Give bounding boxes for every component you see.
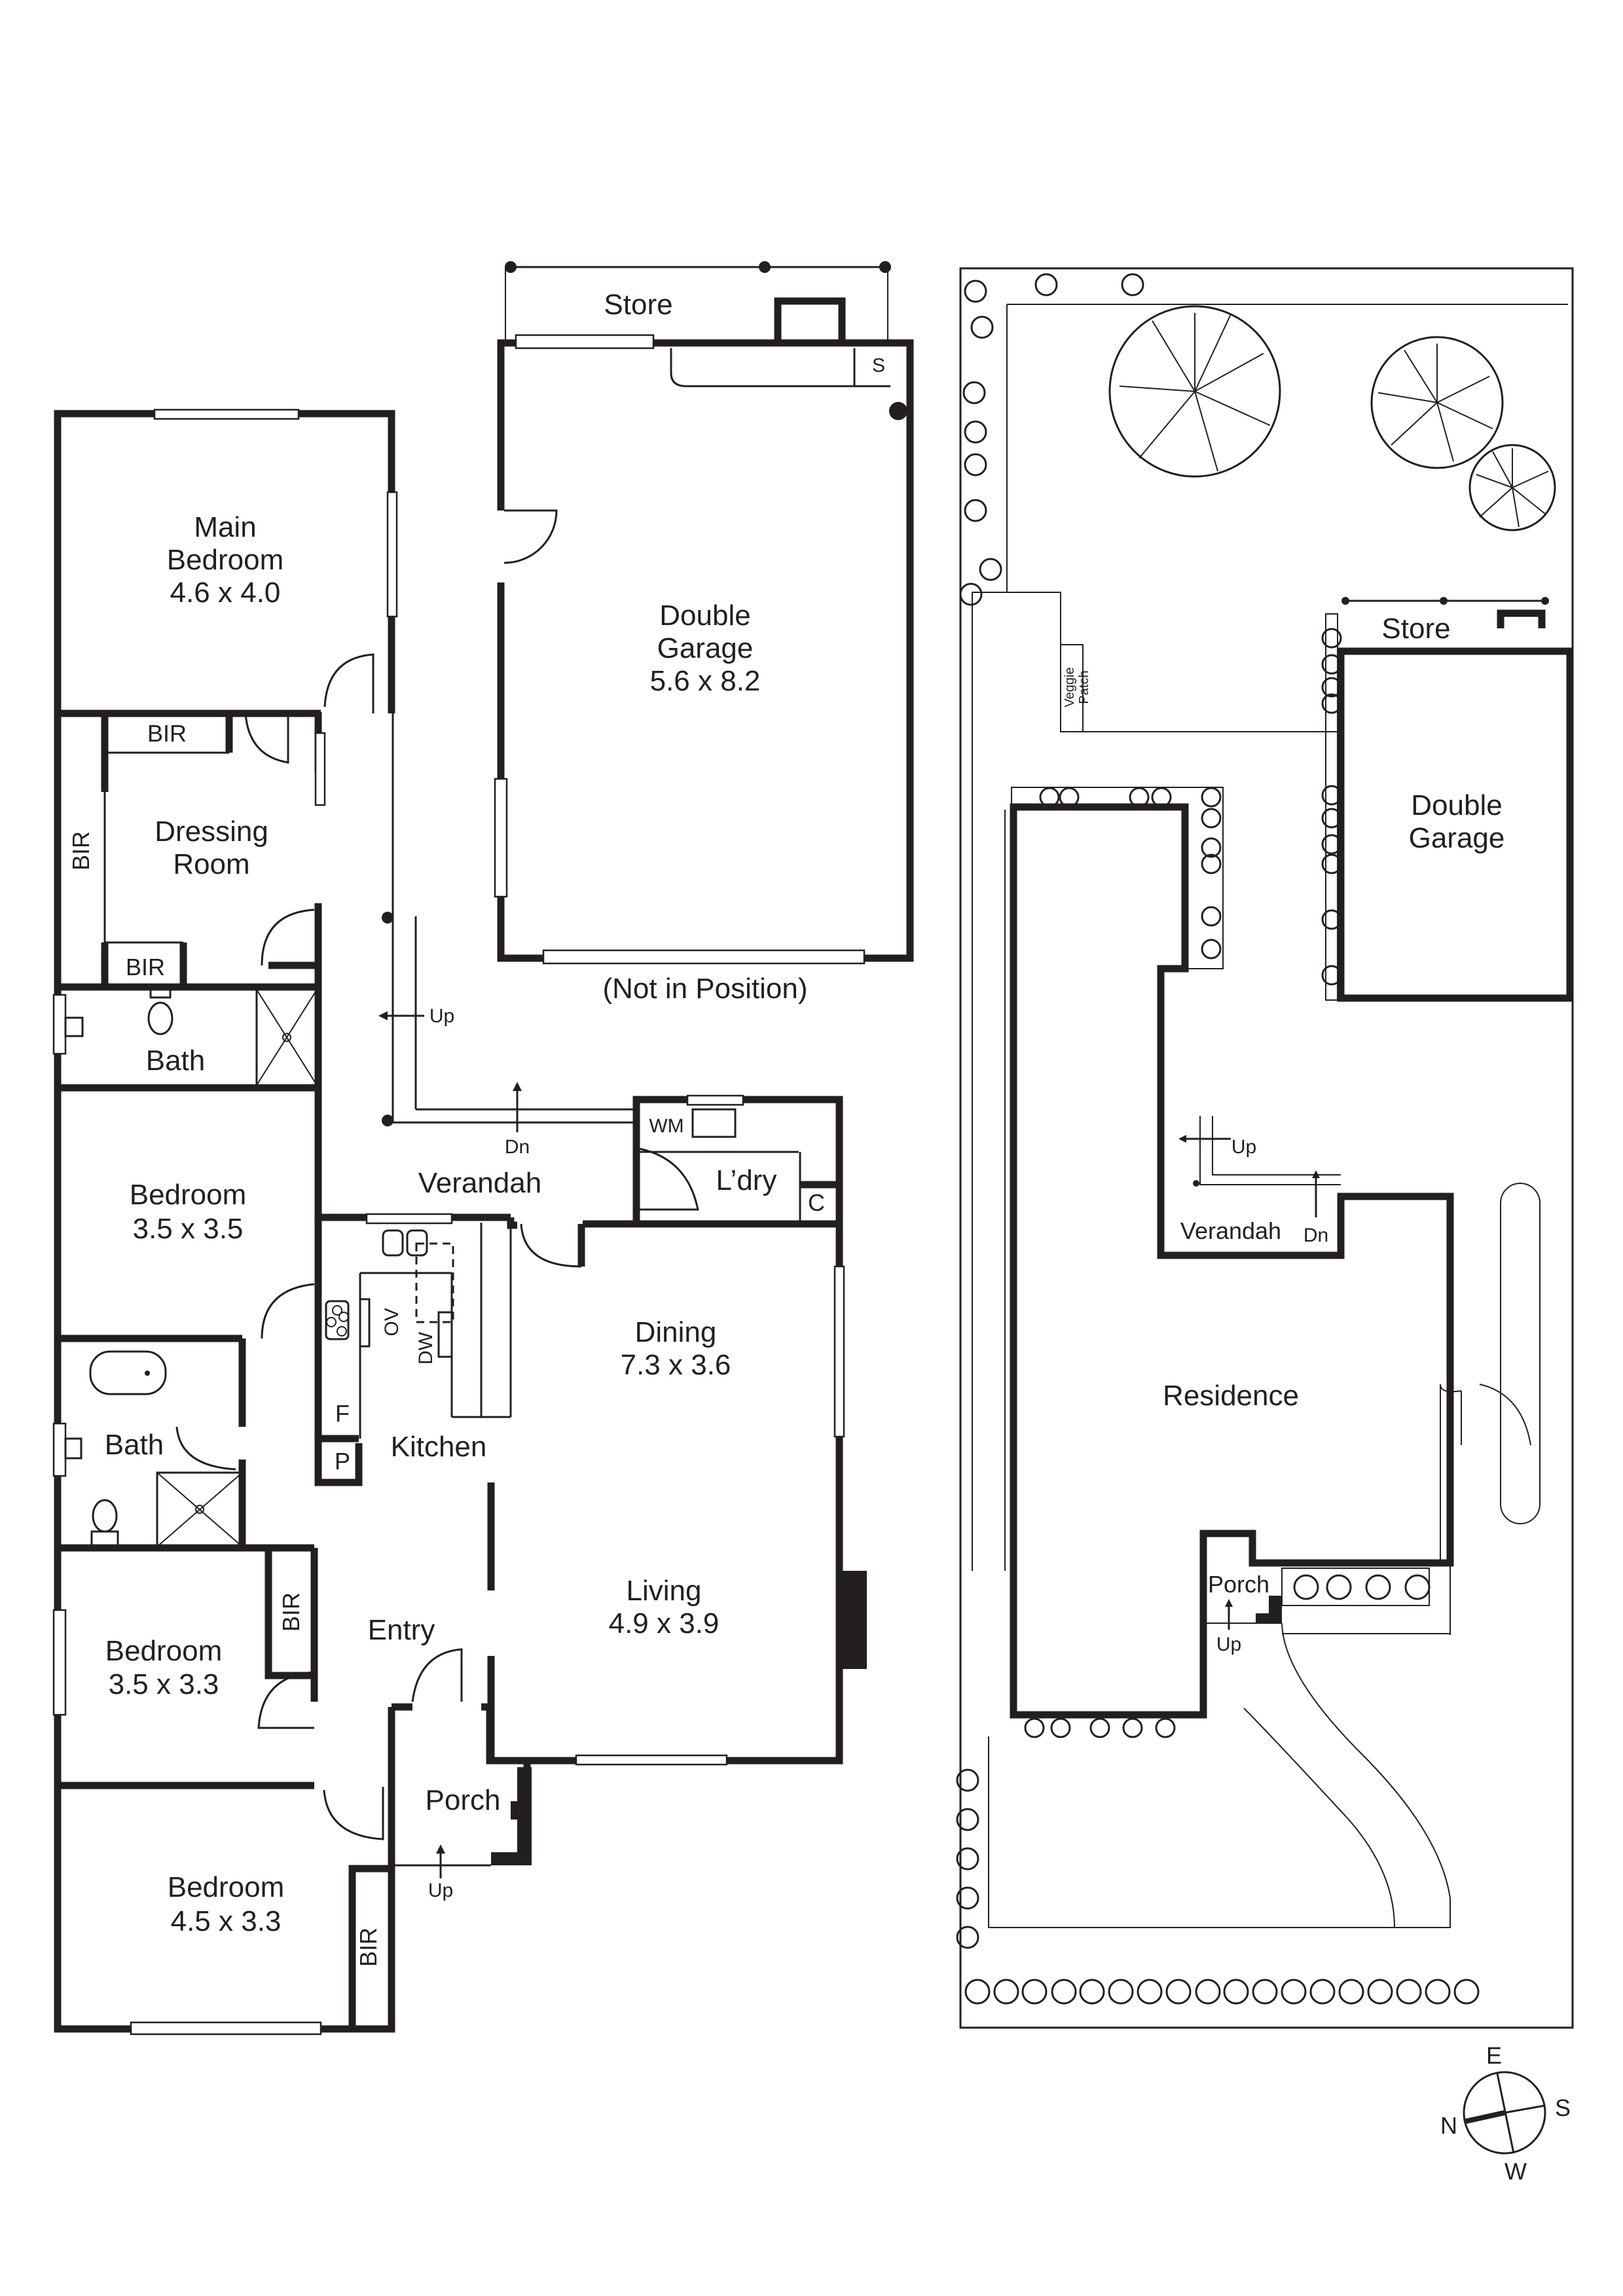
tree-large-3 — [1468, 444, 1556, 531]
main-bedroom-label-2: Bedroom — [167, 544, 284, 576]
store-chimney — [774, 297, 846, 340]
compass-east: E — [1486, 2042, 1502, 2069]
shrubs-porch — [1293, 1574, 1431, 1600]
shrubs-garage — [1321, 628, 1342, 986]
laundry-label: L’dry — [716, 1164, 777, 1196]
shrubs-bottom — [964, 1979, 1480, 2005]
site-garage-label-1: Double — [1411, 789, 1502, 821]
porch-label: Porch — [426, 1784, 501, 1816]
dining-size: 7.3 x 3.6 — [621, 1349, 731, 1381]
store-s-label: S — [872, 355, 885, 376]
residence-label: Residence — [1163, 1380, 1299, 1412]
main-bedroom-size: 4.6 x 4.0 — [170, 577, 281, 609]
stair-arrows — [378, 1011, 522, 1878]
verandah-label: Verandah — [418, 1167, 541, 1199]
cupboard-label: C — [808, 1189, 825, 1216]
dressing-room-label-2: Room — [173, 848, 249, 880]
floor-plan: Store S Double Garage 5.6 x 8.2 (Not in … — [52, 261, 914, 2036]
pantry-label: P — [335, 1448, 350, 1475]
compass-north: N — [1440, 2112, 1457, 2139]
site-boundary — [959, 267, 1574, 2029]
veggie-patch-label-2: Patch — [1077, 670, 1091, 704]
verandah-up-label: Up — [429, 1005, 454, 1027]
entry-label: Entry — [368, 1614, 435, 1646]
garage-label-2: Garage — [657, 632, 754, 664]
site-plan: Store Double Garage Veggie Patch — [956, 267, 1574, 2029]
bedroom-4-label: Bedroom — [168, 1871, 285, 1903]
bath-1-label: Bath — [146, 1045, 206, 1077]
dressing-room-label-1: Dressing — [155, 816, 268, 848]
double-garage — [494, 334, 914, 965]
shrubs-left — [956, 273, 1144, 1949]
house-walls — [52, 408, 867, 2036]
bir-dressing-bottom: BIR — [126, 954, 165, 980]
bir-bedroom-4: BIR — [355, 1928, 382, 1967]
bath-2-label: Bath — [105, 1429, 164, 1461]
garage-label-1: Double — [659, 600, 750, 632]
compass-south: S — [1555, 2094, 1571, 2121]
kitchen-label: Kitchen — [391, 1431, 487, 1463]
bedroom-2-size: 3.5 x 3.5 — [133, 1213, 244, 1245]
porch-up-label: Up — [428, 1880, 453, 1901]
main-bedroom-label-1: Main — [194, 511, 256, 543]
tree-large-1 — [1108, 305, 1281, 478]
site-verandah-up: Up — [1231, 1136, 1256, 1158]
living-label: Living — [627, 1575, 702, 1607]
bir-dressing-side: BIR — [67, 831, 94, 870]
site-garage-label-2: Garage — [1409, 822, 1505, 854]
living-size: 4.9 x 3.9 — [609, 1607, 720, 1640]
garage-size: 5.6 x 8.2 — [650, 665, 761, 697]
site-verandah-label: Verandah — [1180, 1217, 1281, 1244]
fridge-label: F — [335, 1400, 350, 1427]
site-verandah-dn: Dn — [1304, 1225, 1328, 1246]
verandah-dn-label: Dn — [505, 1136, 530, 1158]
bir-bedroom-3: BIR — [278, 1592, 304, 1632]
dishwasher-label: DW — [415, 1331, 437, 1365]
bedroom-2-label: Bedroom — [130, 1179, 247, 1211]
residence-outline — [1010, 803, 1454, 1719]
bedroom-3-label: Bedroom — [105, 1635, 223, 1667]
washing-machine-label: WM — [649, 1115, 684, 1137]
dining-label: Dining — [635, 1316, 717, 1348]
site-double-garage — [1337, 647, 1574, 1002]
site-store-label: Store — [1381, 613, 1450, 645]
site-porch-up: Up — [1216, 1634, 1241, 1655]
bedroom-4-size: 4.5 x 3.3 — [171, 1905, 282, 1937]
bedroom-3-size: 3.5 x 3.3 — [109, 1668, 219, 1700]
site-store-dimension — [1341, 597, 1549, 628]
compass-rose: E S N W — [1440, 2042, 1571, 2185]
veggie-patch-label-1: Veggie — [1063, 667, 1077, 707]
store-dimension-line — [505, 261, 891, 340]
store-label: Store — [604, 289, 672, 321]
compass-west: W — [1504, 2158, 1527, 2185]
garage-note: (Not in Position) — [602, 973, 807, 1005]
bir-dressing-top: BIR — [147, 720, 187, 747]
shrubs-residence — [1024, 787, 1222, 1738]
site-porch-label: Porch — [1208, 1571, 1269, 1598]
oven-label: OV — [381, 1308, 403, 1336]
tree-large-2 — [1370, 336, 1504, 469]
